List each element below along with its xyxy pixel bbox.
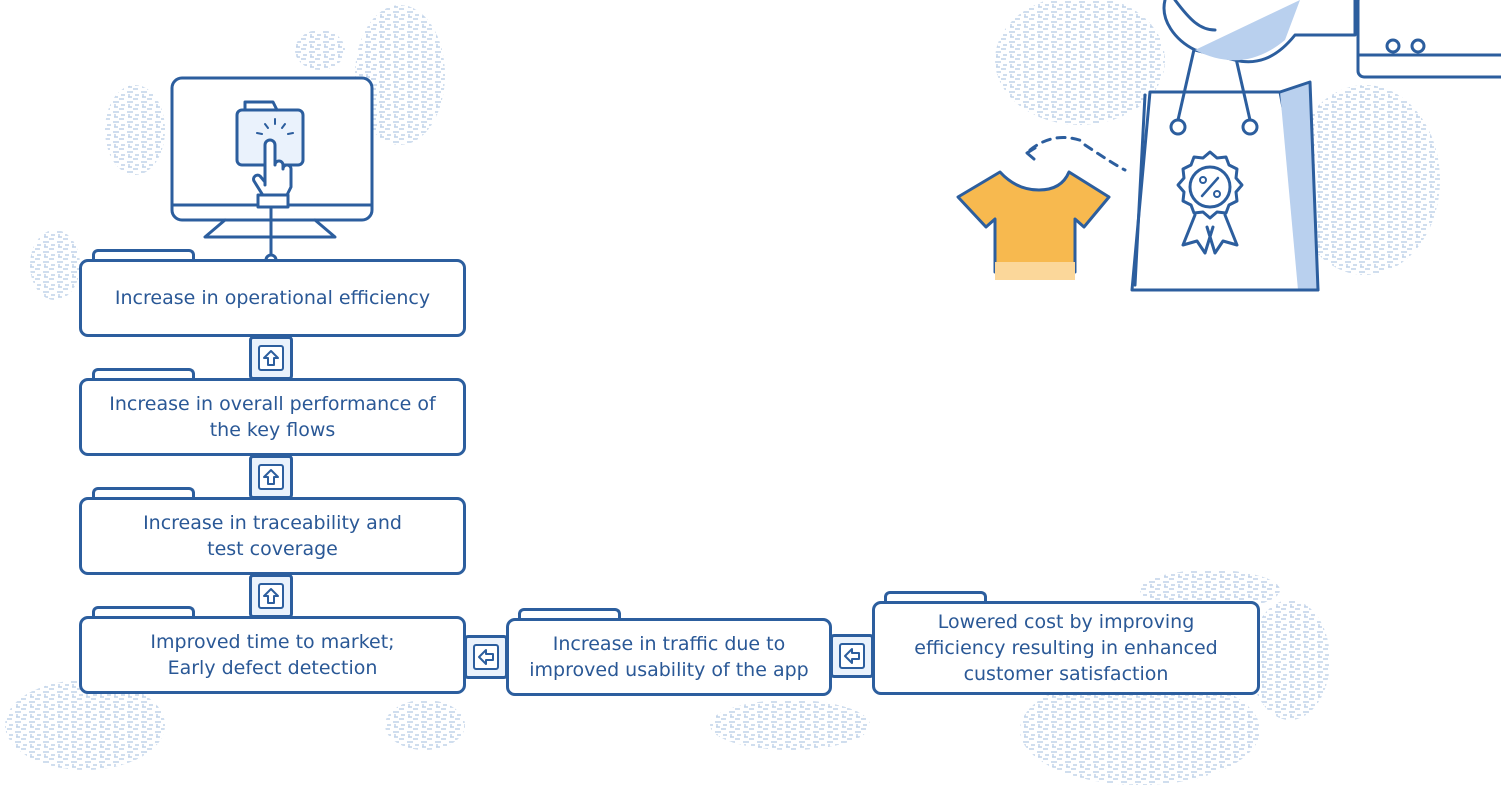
monitor-touch-icon [172, 78, 372, 265]
hand-icon [1164, 0, 1501, 77]
lowered-cost-label-line3: customer satisfaction [914, 661, 1217, 687]
arrow-up-icon [262, 468, 280, 486]
box-traceability: Increase in traceability and test covera… [79, 497, 466, 575]
box-lowered-cost: Lowered cost by improving efficiency res… [872, 601, 1260, 695]
box-operational-efficiency: Increase in operational efficiency [79, 259, 466, 337]
arrow-up-connector [249, 455, 293, 499]
discount-badge-icon [1178, 152, 1242, 253]
box-overall-performance: Increase in overall performance of the k… [79, 378, 466, 456]
lowered-cost-label-line2: efficiency resulting in enhanced [914, 635, 1217, 661]
traffic-label-line1: Increase in traffic due to [529, 631, 808, 657]
arrow-up-connector [249, 574, 293, 618]
arrow-left-icon [843, 647, 861, 665]
box-time-to-market: Improved time to market; Early defect de… [79, 616, 466, 694]
operational-efficiency-label: Increase in operational efficiency [115, 287, 430, 309]
traceability-label-line1: Increase in traceability and [143, 510, 402, 536]
tshirt-icon [958, 138, 1125, 281]
arrow-left-connector [830, 634, 874, 678]
box-traffic: Increase in traffic due to improved usab… [506, 618, 832, 696]
arrow-up-icon [262, 587, 280, 605]
arrow-left-icon [477, 648, 495, 666]
performance-label-line2: the key flows [109, 417, 435, 443]
arrow-up-connector [249, 336, 293, 380]
traffic-label-line2: improved usability of the app [529, 657, 808, 683]
performance-label-line1: Increase in overall performance of [109, 391, 435, 417]
arrow-up-icon [262, 349, 280, 367]
lowered-cost-label-line1: Lowered cost by improving [914, 609, 1217, 635]
traceability-label-line2: test coverage [143, 536, 402, 562]
time-to-market-label-line2: Early defect detection [150, 655, 394, 681]
arrow-left-connector [464, 635, 508, 679]
time-to-market-label-line1: Improved time to market; [150, 629, 394, 655]
